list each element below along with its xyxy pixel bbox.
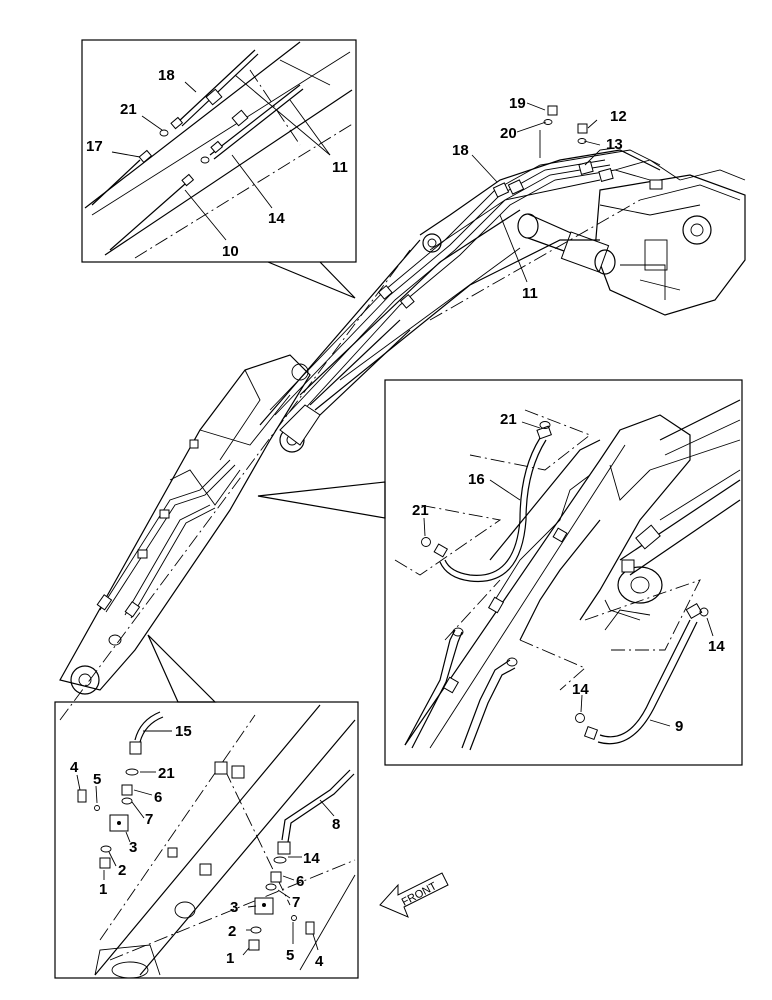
callout-13: 13 <box>606 136 623 153</box>
callout-21r2: 21 <box>412 502 429 519</box>
callout-7b: 7 <box>292 894 300 911</box>
main-boom-assembly: 19 20 12 13 18 11 <box>59 95 746 721</box>
callout-1b: 1 <box>226 950 234 967</box>
front-arrow: FRONT <box>379 872 449 918</box>
callout-20: 20 <box>500 125 517 142</box>
callout-14r2: 14 <box>572 681 589 698</box>
callout-1: 1 <box>99 881 107 898</box>
callout-21r: 21 <box>500 411 517 428</box>
callout-17: 17 <box>86 138 103 155</box>
callout-7: 7 <box>145 811 153 828</box>
callout-9: 9 <box>675 718 683 735</box>
callout-21: 21 <box>120 101 137 118</box>
callout-21b: 21 <box>158 765 175 782</box>
callout-5: 5 <box>93 771 101 788</box>
callout-2: 2 <box>118 862 126 879</box>
callout-14b: 14 <box>303 850 320 867</box>
callout-18b: 18 <box>452 142 469 159</box>
callout-4b: 4 <box>315 953 324 970</box>
callout-11b: 11 <box>522 285 538 302</box>
callout-3b: 3 <box>230 899 238 916</box>
inset-bottom: 15 4 5 21 6 7 3 2 1 8 14 6 7 3 2 5 4 1 <box>54 634 359 979</box>
callout-11: 11 <box>332 159 348 176</box>
callout-15: 15 <box>175 723 192 740</box>
callout-10: 10 <box>222 243 239 260</box>
callout-6b: 6 <box>296 873 304 890</box>
callout-3: 3 <box>129 839 137 856</box>
callout-16: 16 <box>468 471 485 488</box>
callout-12: 12 <box>610 108 627 125</box>
callout-8: 8 <box>332 816 340 833</box>
callout-5b: 5 <box>286 947 294 964</box>
callout-4: 4 <box>70 759 79 776</box>
callout-14r: 14 <box>708 638 725 655</box>
callout-14: 14 <box>268 210 285 227</box>
callout-19: 19 <box>509 95 526 112</box>
inset-right: 21 16 21 14 14 9 <box>257 379 743 766</box>
callout-18: 18 <box>158 67 175 84</box>
callout-6: 6 <box>154 789 162 806</box>
callout-2b: 2 <box>228 923 236 940</box>
inset-top: 18 21 17 11 14 10 <box>81 39 357 299</box>
